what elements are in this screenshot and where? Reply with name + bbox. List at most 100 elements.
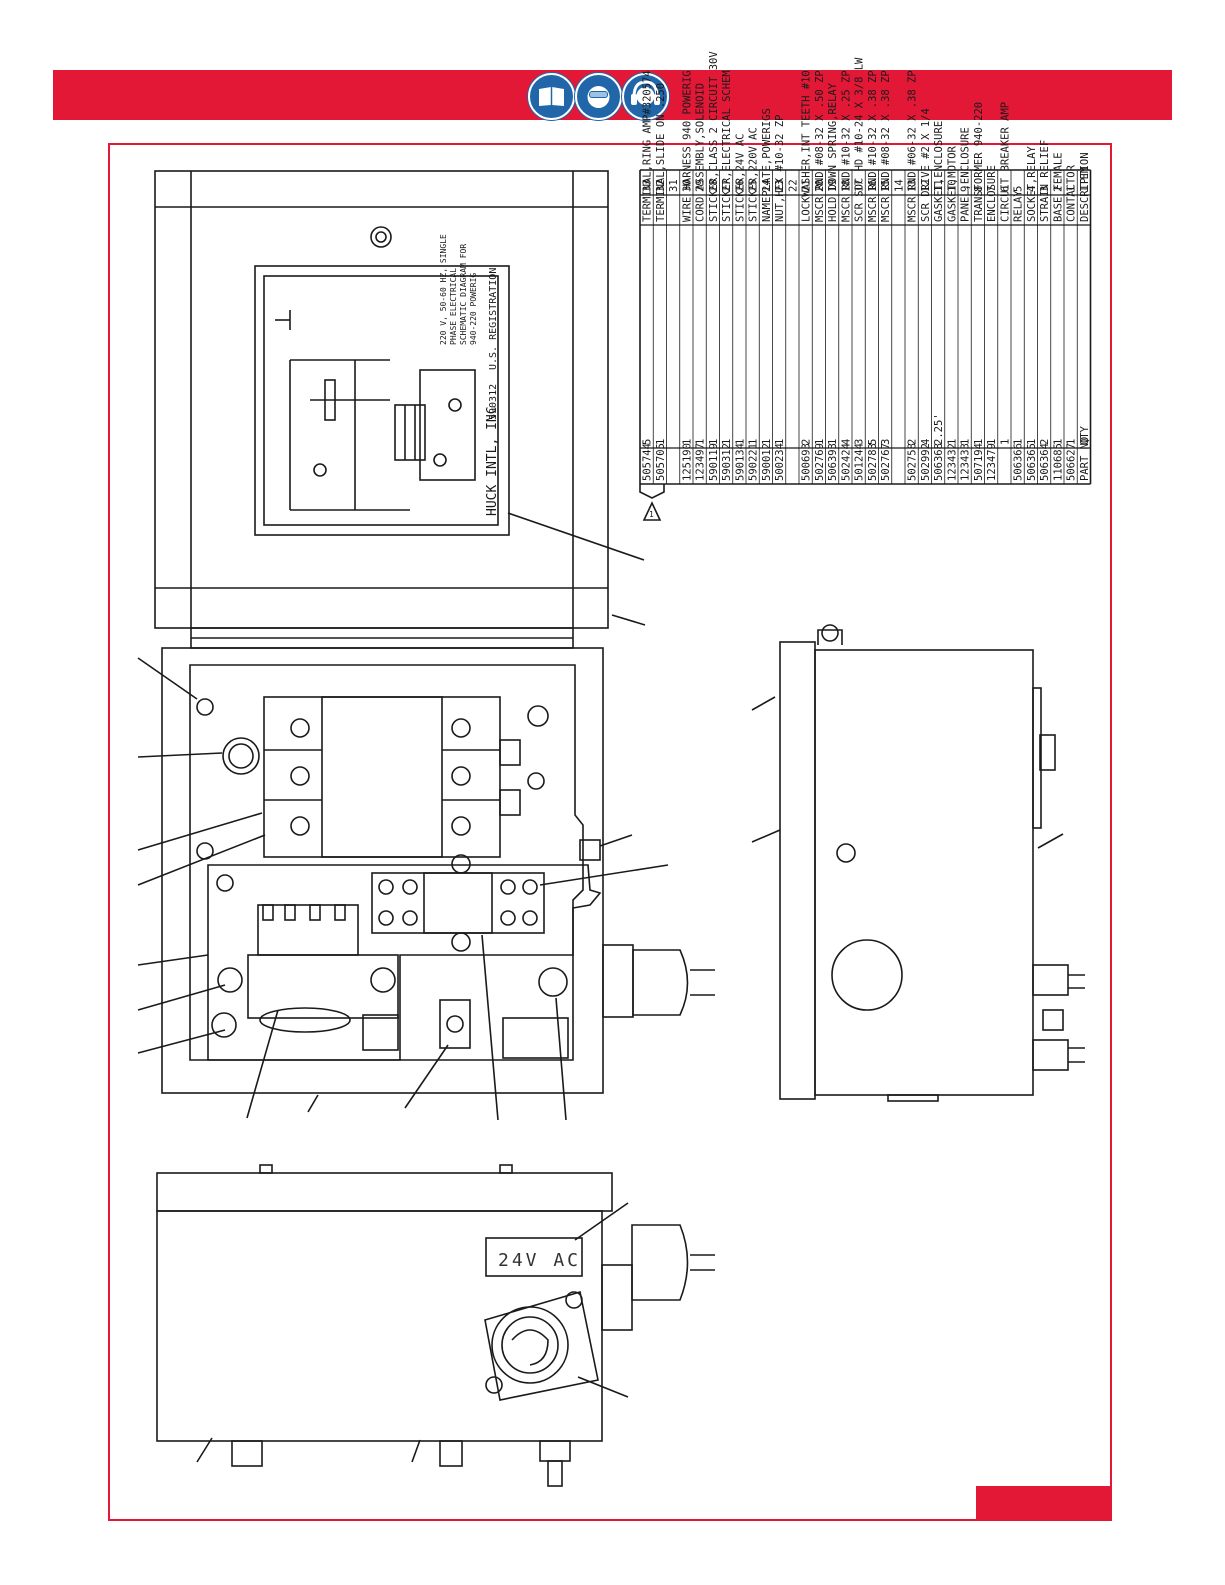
table-cell-qty: 1 xyxy=(1066,439,1078,445)
table-cell-part-no: 123433 xyxy=(960,443,972,481)
table-cell-description: STICKER,220V AC xyxy=(748,127,760,222)
circuit-breaker xyxy=(439,967,569,1059)
table-cell-part-no: 505705 xyxy=(655,443,667,481)
table-cell-qty: 2 xyxy=(907,439,919,445)
table-cell-qty: 1 xyxy=(960,439,972,445)
enclosure-box xyxy=(161,647,604,1094)
table-cell-qty: 2 xyxy=(1039,439,1051,445)
table-cell-part-no: 590134 xyxy=(734,443,746,481)
table-cell-description: NAMEPLATE,POWERIGS xyxy=(761,108,773,222)
table-cell-item: 7 xyxy=(986,186,998,192)
table-cell-description: MSCR RND #08-32 X .50 ZP xyxy=(814,70,826,222)
table-cell-qty: 4 xyxy=(920,439,932,445)
leader-lines xyxy=(137,512,1064,1463)
table-cell-part-no: 590119 xyxy=(708,443,720,481)
table-cell-description: GASKET,MOTOR xyxy=(946,145,958,222)
table-cell-part-no: 506393 xyxy=(827,443,839,481)
table-cell-description: RELAY xyxy=(1013,190,1025,222)
relay-socket xyxy=(371,854,545,952)
table-cell-qty: 1 xyxy=(734,439,746,445)
table-cell-part-no: 502758 xyxy=(907,443,919,481)
table-cell-qty: 5 xyxy=(642,439,654,445)
table-cell-description: ENCLOSURE xyxy=(986,165,998,222)
table-cell-qty: 1 xyxy=(986,439,998,445)
table-cell-part-no: 500234 xyxy=(774,443,786,481)
table-cell-description: STICKER,24V AC xyxy=(734,133,746,222)
table-cell-part-no: 501244 xyxy=(854,443,866,481)
table-cell-item: 29 xyxy=(695,179,707,192)
strain-relief-right xyxy=(602,944,715,1018)
table-header-description: DESCRIPTION xyxy=(1079,152,1091,222)
table-cell-item: 22 xyxy=(787,179,799,192)
table-cell-item: 18 xyxy=(840,179,852,192)
table-cell-item: 5 xyxy=(1013,186,1025,192)
sticker-company: HUCK INTL, INC xyxy=(485,406,500,516)
table-header-qty: QTY xyxy=(1079,425,1091,445)
table-cell-description: MSCR RND #06-32 X .38 ZP xyxy=(907,70,919,222)
table-cell-description: TERMINAL,SLIDE ON .250 xyxy=(655,83,667,222)
table-cell-item: 20 xyxy=(814,179,826,192)
table-cell-description: WIRE HARNESS 940 POWERIG xyxy=(681,70,693,222)
table-cell-item: 21 xyxy=(801,179,813,192)
table-cell-item: 25 xyxy=(748,179,760,192)
table-cell-description: SOCKET,RELAY xyxy=(1026,145,1038,222)
table-cell-item: 17 xyxy=(854,179,866,192)
table-cell-description: MSCR RND #10-32 X .38 ZP xyxy=(867,70,879,222)
table-cell-item: 16 xyxy=(867,179,879,192)
table-cell-description: TERMINAL,RING AMP#320574 xyxy=(642,70,654,222)
table-cell-description: TRANSFORMER 940-220 xyxy=(973,102,985,222)
table-cell-part-no: 507194 xyxy=(973,443,985,481)
table-cell-qty: 1 xyxy=(721,439,733,445)
table-cell-part-no: 505744 xyxy=(642,443,654,481)
table-cell-qty: 1 xyxy=(708,439,720,445)
table-cell-part-no: 590221 xyxy=(748,443,760,481)
table-cell-part-no: 590012 xyxy=(761,443,773,481)
table-cell-qty: 1 xyxy=(1026,439,1038,445)
table-cell-item: 32 xyxy=(655,179,667,192)
table-cell-item: 13 xyxy=(907,179,919,192)
sticker-registration: U.S. REGISTRATION xyxy=(488,268,499,370)
sticker-part-number: 590312 xyxy=(488,384,499,420)
table-cell-item: 9 xyxy=(960,186,972,192)
table-cell-qty: 1 xyxy=(973,439,985,445)
table-cell-qty: 5 xyxy=(867,439,879,445)
table-cell-part-no: 125190 xyxy=(681,443,693,481)
table-cell-item: 11 xyxy=(933,179,945,192)
table-cell-item: 2 xyxy=(1052,186,1064,192)
sticker-title-line: 220 V, 50-60 HZ, SINGLE xyxy=(439,234,448,345)
table-cell-description: CIRCUIT BREAKER AMP xyxy=(999,102,1011,222)
table-cell-part-no: 506365 xyxy=(1026,443,1038,481)
table-cell-item: 15 xyxy=(880,179,892,192)
table-cell-item: 4 xyxy=(1026,186,1038,192)
enclosure-lid xyxy=(154,170,609,629)
revision-marker xyxy=(639,484,665,521)
table-cell-part-no: 502769 xyxy=(814,443,826,481)
table-cell-item: 6 xyxy=(999,186,1011,192)
read-manual-icon xyxy=(528,73,575,120)
ear-muffs-icon xyxy=(631,80,660,105)
table-cell-part-no: 123432 xyxy=(946,443,958,481)
table-cell-qty: 1 xyxy=(774,439,786,445)
drawing-frame xyxy=(108,143,1112,1521)
table-cell-part-no: 110685 xyxy=(1052,443,1064,481)
table-cell-qty: 2 xyxy=(801,439,813,445)
eye-protection-icon xyxy=(575,73,622,120)
table-cell-qty: 1 xyxy=(827,439,839,445)
transformer-panel xyxy=(207,864,602,1061)
voltage-label: 24V AC xyxy=(498,1250,581,1271)
table-cell-description: STRAIN RELIEF xyxy=(1039,140,1051,222)
table-cell-item: 27 xyxy=(721,179,733,192)
table-cell-item: 23 xyxy=(774,179,786,192)
table-cell-item: 31 xyxy=(668,179,680,192)
table-cell-description: MSCR RND #08-32 X .38 ZP xyxy=(880,70,892,222)
sticker-title-line: PHASE ELECTRICAL xyxy=(449,268,458,345)
table-cell-qty: 1 xyxy=(655,439,667,445)
table-cell-qty: 1 xyxy=(695,439,707,445)
table-cell-description: HOLD DOWN SPRING,RELAY xyxy=(827,82,839,222)
table-cell-part-no: 500693 xyxy=(801,443,813,481)
table-cell-description: SCR SOC HD #10-24 X 3/8 LW xyxy=(854,57,866,222)
table-cell-part-no: 506368 xyxy=(933,443,945,481)
table-cell-item: 14 xyxy=(893,179,905,192)
